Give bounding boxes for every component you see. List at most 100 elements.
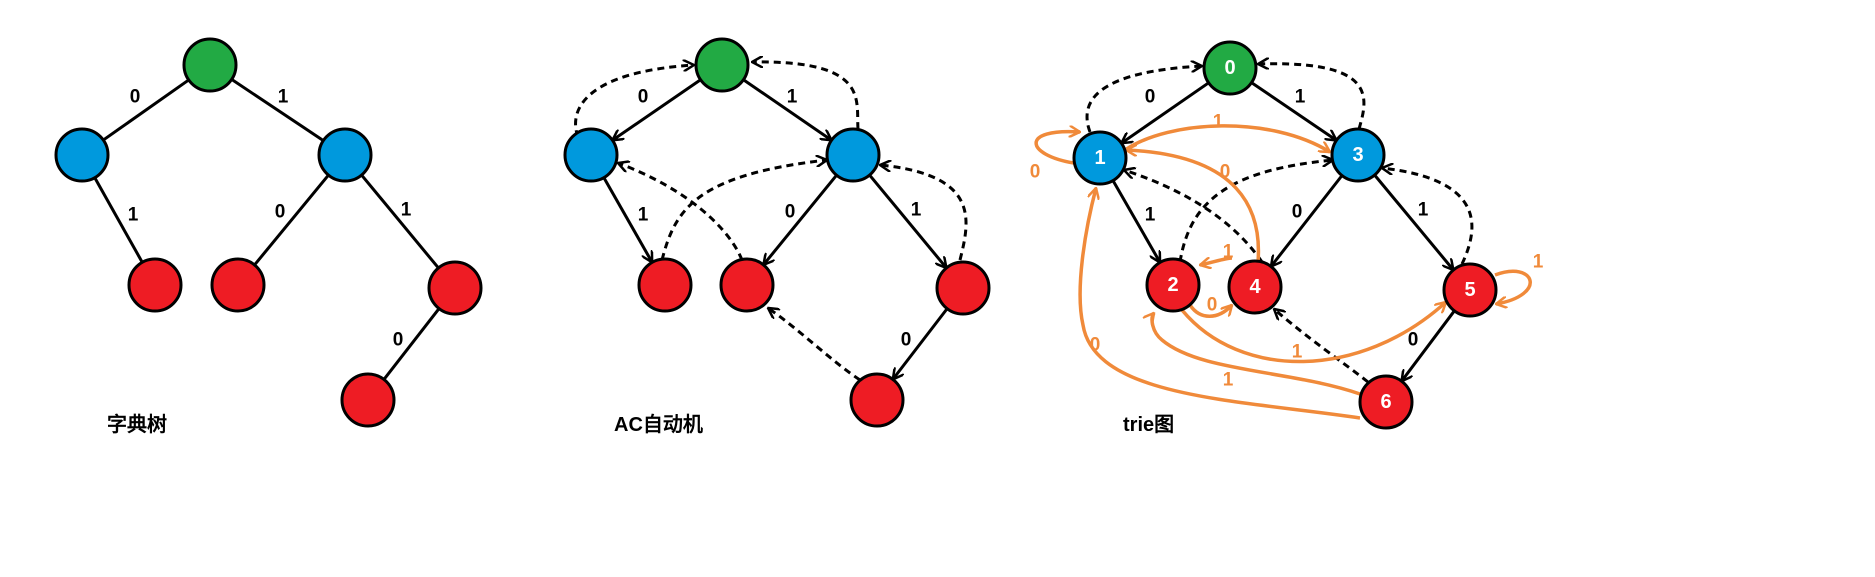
ac-fail-link-f-d (768, 308, 861, 382)
graph-edge-r-b (1250, 81, 1337, 141)
ac-node-b (825, 127, 881, 183)
trie-caption: 字典树 (107, 412, 167, 436)
graph-node-label-c: 2 (1167, 274, 1178, 296)
nodes-layer (54, 37, 1498, 430)
graph-trie-edge-5to5 (1495, 269, 1532, 304)
trie-node-r (182, 37, 238, 93)
graph-node-d (1227, 259, 1283, 315)
graph-trie-edge-label-2to4: 0 (1207, 295, 1218, 316)
ac-fail-link-a-r (574, 65, 694, 138)
ac-node-c (637, 257, 693, 313)
ac-fail-link-e-b (880, 165, 968, 261)
graph-node-b (1330, 127, 1386, 183)
graph-trie-edge-label-2to5: 1 (1292, 342, 1303, 363)
ac-fail-link-c-b (660, 160, 827, 261)
graph-edge-label-e-f: 0 (1408, 330, 1419, 351)
graph-node-label-d: 4 (1249, 276, 1261, 298)
trie-edge-r-b (230, 78, 325, 142)
ac-node-r (694, 37, 750, 93)
ac-edge-r-a (612, 78, 702, 141)
graph-node-label-f: 6 (1380, 391, 1391, 413)
ac-edge-e-f (893, 307, 949, 380)
graph-edge-label-r-a: 0 (1145, 87, 1156, 108)
ac-node-d (719, 257, 775, 313)
trie-edge-e-f (382, 307, 441, 381)
ac-node-a (563, 127, 619, 183)
trie-edge-b-e (360, 174, 440, 269)
graph-node-label-r: 0 (1224, 57, 1235, 79)
trie-node-b (317, 127, 373, 183)
graph-trie-edge-4to2 (1200, 256, 1233, 265)
fail-links-layer (574, 62, 1474, 384)
graph-edge-label-r-b: 1 (1295, 87, 1306, 108)
ac-edge-b-d (763, 174, 838, 265)
graph-trie-edge-1to1 (1034, 132, 1080, 165)
graph-node-label-e: 5 (1464, 279, 1475, 301)
ac-edge-label-b-e: 1 (911, 200, 922, 221)
graph-trie-edge-2to4 (1188, 305, 1232, 318)
graph-trie-edge-label-5to5: 1 (1533, 252, 1544, 273)
graph-node-c (1145, 257, 1201, 313)
graph-node-a (1072, 130, 1128, 186)
graph-edge-label-b-d: 0 (1292, 202, 1303, 223)
graph-trie-edge-6to2 (1152, 313, 1361, 396)
ac-edge-r-b (742, 78, 831, 141)
trie-edge-label-b-d: 0 (275, 202, 286, 223)
graph-trie-edge-4to1 (1126, 150, 1261, 263)
ac-edge-label-a-c: 1 (638, 205, 649, 226)
graph-node-r (1202, 40, 1258, 96)
graph-fail-link-b-r (1258, 64, 1366, 130)
trie-node-f (340, 372, 396, 428)
trie-edge-label-e-f: 0 (393, 330, 404, 351)
graph-edge-label-b-e: 1 (1418, 200, 1429, 221)
ac-fail-link-b-r (752, 62, 860, 130)
trie-node-d (210, 257, 266, 313)
ac-caption: AC自动机 (614, 412, 703, 436)
graph-fail-link-f-d (1274, 309, 1369, 384)
trie-edges-layer (1034, 124, 1532, 420)
graph-node-label-a: 1 (1094, 147, 1105, 169)
graph-node-e (1442, 262, 1498, 318)
tree-edges-layer (93, 78, 1456, 381)
trie-edge-label-r-b: 1 (278, 87, 289, 108)
trie-edge-label-a-c: 1 (128, 205, 139, 226)
graph-trie-edge-label-1to3: 1 (1213, 112, 1224, 133)
ac-node-e (935, 260, 991, 316)
graph-trie-edge-1to3 (1124, 124, 1330, 154)
graph-edge-r-a (1121, 81, 1210, 143)
graph-trie-edge-label-6to2: 1 (1223, 370, 1234, 391)
graph-fail-link-c-b (1178, 160, 1333, 263)
trie-edge-label-b-e: 1 (401, 200, 412, 221)
graph-fail-link-d-a (1124, 170, 1264, 263)
trie-node-a (54, 127, 110, 183)
graph-edge-b-d (1271, 174, 1344, 266)
trie-node-e (427, 260, 483, 316)
graph-node-f (1358, 374, 1414, 430)
graph-trie-edge-label-4to2: 1 (1223, 242, 1234, 263)
ac-node-f (849, 372, 905, 428)
ac-fail-link-d-a (618, 163, 744, 261)
graph-edge-label-a-c: 1 (1145, 205, 1156, 226)
ac-edge-label-b-d: 0 (785, 202, 796, 223)
ac-edge-b-e (868, 174, 947, 268)
graph-edge-a-c (1111, 179, 1160, 263)
graph-caption: trie图 (1123, 413, 1174, 436)
graph-trie-edge-2to5 (1180, 302, 1446, 364)
graph-fail-link-e-b (1382, 168, 1474, 265)
ac-edge-label-r-b: 1 (787, 87, 798, 108)
trie-edge-b-d (253, 174, 330, 266)
graph-edge-b-e (1373, 174, 1454, 270)
graph-trie-edge-label-4to1: 0 (1220, 162, 1231, 183)
graph-trie-edge-label-6to1: 0 (1090, 335, 1101, 356)
trie-edge-a-c (93, 176, 144, 264)
ac-edge-label-r-a: 0 (638, 87, 649, 108)
trie-edge-label-r-a: 0 (130, 87, 141, 108)
graph-edge-e-f (1402, 309, 1456, 381)
ac-edge-a-c (602, 176, 654, 263)
graph-trie-edge-6to1 (1078, 188, 1361, 420)
ac-edge-label-e-f: 0 (901, 330, 912, 351)
graph-trie-edge-label-1to1: 0 (1030, 162, 1041, 183)
trie-node-c (127, 257, 183, 313)
